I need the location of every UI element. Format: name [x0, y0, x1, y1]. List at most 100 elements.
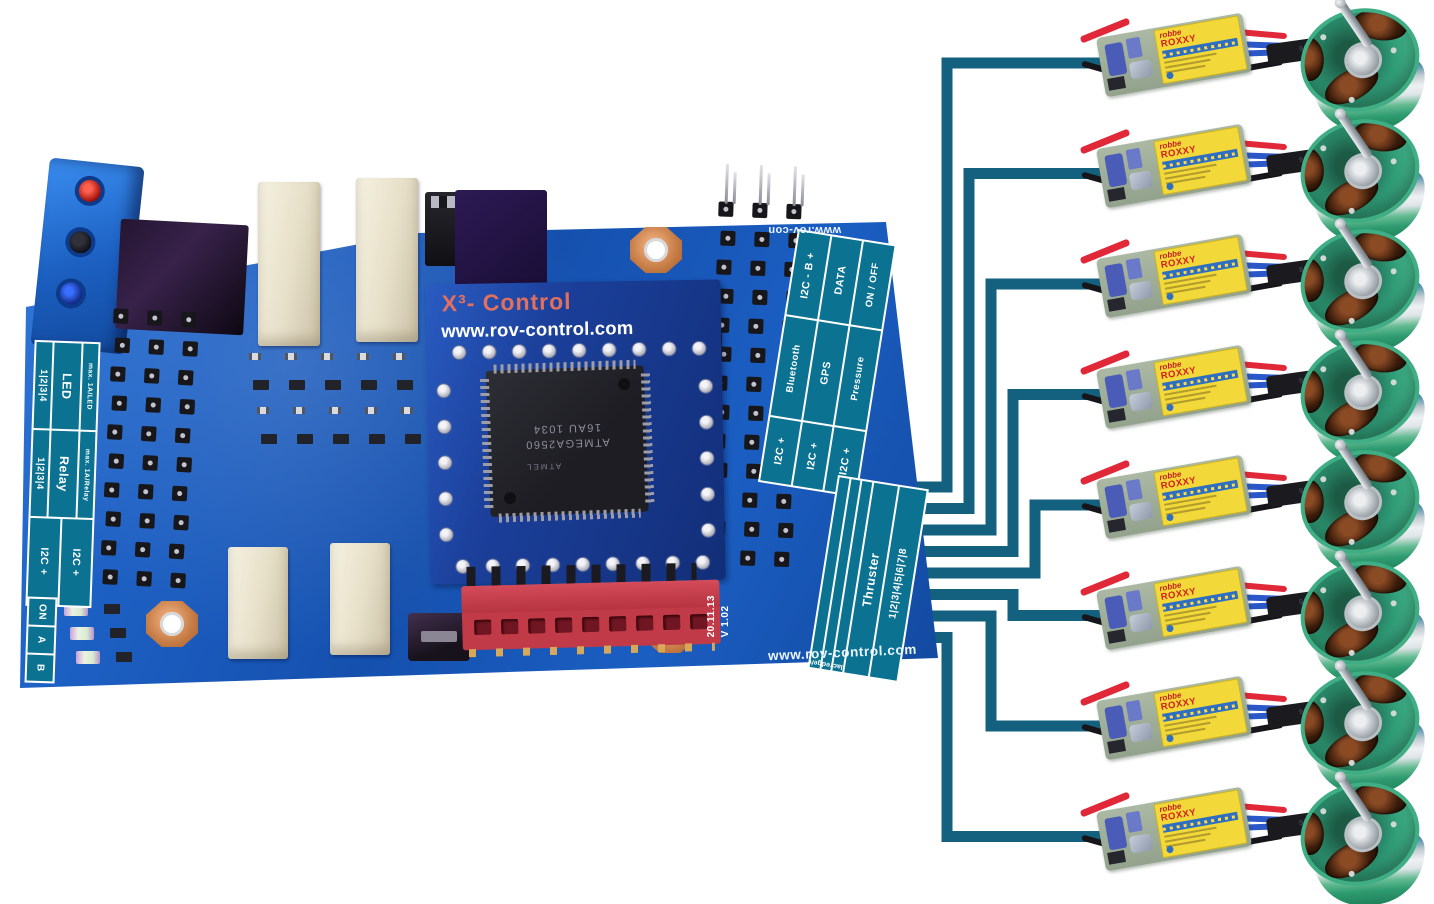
esc-components: [1099, 143, 1161, 204]
esc-label: robbe ROXXY: [1153, 457, 1248, 527]
chip-pins: [498, 508, 641, 523]
connector-hole: [582, 616, 600, 633]
header-pin: [145, 397, 162, 413]
esc-components: [1099, 475, 1161, 536]
esc-components: [1099, 696, 1161, 757]
i2c-b-label: I2C - B +: [798, 251, 818, 300]
pressure-label: Pressure: [849, 355, 867, 402]
smd-component: [116, 652, 132, 662]
status-b-label: B: [34, 663, 46, 673]
header-pin: [720, 230, 736, 247]
module-title: X³- Control: [441, 288, 572, 317]
chip-mark: [617, 377, 631, 391]
header-pin: [136, 570, 153, 587]
smd-component: [257, 407, 269, 414]
smd-component: [285, 353, 297, 360]
header-pin: [103, 482, 120, 498]
header-pin: [179, 398, 196, 415]
smd-component: [405, 434, 421, 444]
brushless-motor: [1288, 0, 1432, 135]
header-pin: [752, 289, 768, 306]
header-pin: [176, 456, 193, 473]
header-pin: [786, 203, 802, 220]
solder-pad: [632, 342, 646, 356]
status-smd-led: [76, 651, 100, 664]
chip-mark: [503, 491, 517, 505]
thruster-signal-wire: [909, 168, 1125, 514]
version-number: V 1.02: [720, 605, 731, 638]
header-pin: [143, 368, 160, 384]
thruster-label: Thruster: [859, 551, 883, 608]
header-pin: [750, 347, 766, 364]
status-on-label: ON: [36, 603, 48, 621]
header-pin: [777, 522, 794, 539]
relay: [330, 543, 390, 655]
solder-pad: [602, 343, 616, 357]
led-label: LED: [59, 372, 75, 400]
left-header-pins: [98, 308, 223, 607]
esc-label: robbe ROXXY: [1153, 15, 1248, 85]
module-url: www.rov-control.com: [441, 316, 634, 342]
onoff-label: ON / OFF: [863, 262, 882, 309]
chip-label: ATMEGA2560 16AU 1034: [524, 420, 610, 451]
connector-hole: [609, 616, 627, 632]
header-pin: [746, 376, 762, 393]
i2c-plus-label: I2C +: [804, 441, 821, 471]
thruster-signal-wire: [918, 499, 1125, 579]
solder-pad: [439, 492, 453, 506]
brushless-motor: [1288, 325, 1432, 467]
connector-hole: [636, 615, 654, 631]
solder-pad: [542, 344, 556, 358]
smd-component: [289, 380, 305, 390]
top-edge-url: www.rov-con: [768, 224, 842, 236]
esc-components: [1099, 585, 1161, 646]
header-pin: [108, 453, 125, 470]
relay: [356, 178, 418, 342]
atmega2560-chip: ATMEGA2560 16AU 1034 ATMEL: [479, 359, 655, 523]
i2c-plus-label: I2C +: [772, 436, 789, 466]
chip-pins: [493, 359, 636, 374]
esc-label: robbe ROXXY: [1153, 346, 1248, 416]
esc-label: robbe ROXXY: [1153, 567, 1248, 637]
smd-component: [297, 434, 313, 444]
header-pin: [776, 493, 792, 510]
relay-rating: max. 1A/Relay: [82, 448, 91, 502]
led-section: 1|2|3|4 LED max. 1A/LED: [33, 341, 99, 431]
relay-label: Relay: [55, 455, 72, 493]
smd-component: [293, 407, 305, 414]
brushless-motor: [1288, 215, 1432, 356]
header-pin: [148, 339, 165, 355]
header-pin: [773, 551, 790, 568]
solder-pad: [699, 415, 713, 429]
connector-hole: [663, 614, 681, 631]
esc-components: [1099, 364, 1161, 425]
smd-component: [253, 380, 269, 390]
relay: [258, 182, 320, 346]
header-pin: [173, 514, 190, 531]
led-rating: max. 1A/LED: [85, 363, 94, 411]
smd-component: [104, 604, 120, 614]
smd-component: [401, 407, 413, 414]
version-date: 20.11.13: [706, 595, 717, 638]
header-pin: [102, 569, 119, 585]
solder-pad: [438, 456, 452, 470]
header-pin: [109, 366, 126, 383]
status-a-label: A: [35, 635, 47, 645]
header-pin: [106, 424, 123, 440]
thruster-unit: robbe ROXXY 927: [1079, 767, 1434, 904]
version-text: 20.11.13 V 1.02: [706, 595, 731, 637]
smd-component: [361, 380, 377, 390]
header-pin: [170, 572, 186, 589]
solder-pad: [696, 555, 710, 569]
header-pin: [174, 427, 191, 444]
header-pin: [114, 337, 131, 354]
smd-component: [393, 353, 405, 360]
mounting-hole: [146, 601, 198, 647]
header-pin: [752, 202, 768, 219]
smd-component: [365, 407, 377, 414]
solder-pad: [662, 342, 676, 356]
header-pin: [740, 550, 756, 566]
header-pin: [750, 260, 766, 277]
